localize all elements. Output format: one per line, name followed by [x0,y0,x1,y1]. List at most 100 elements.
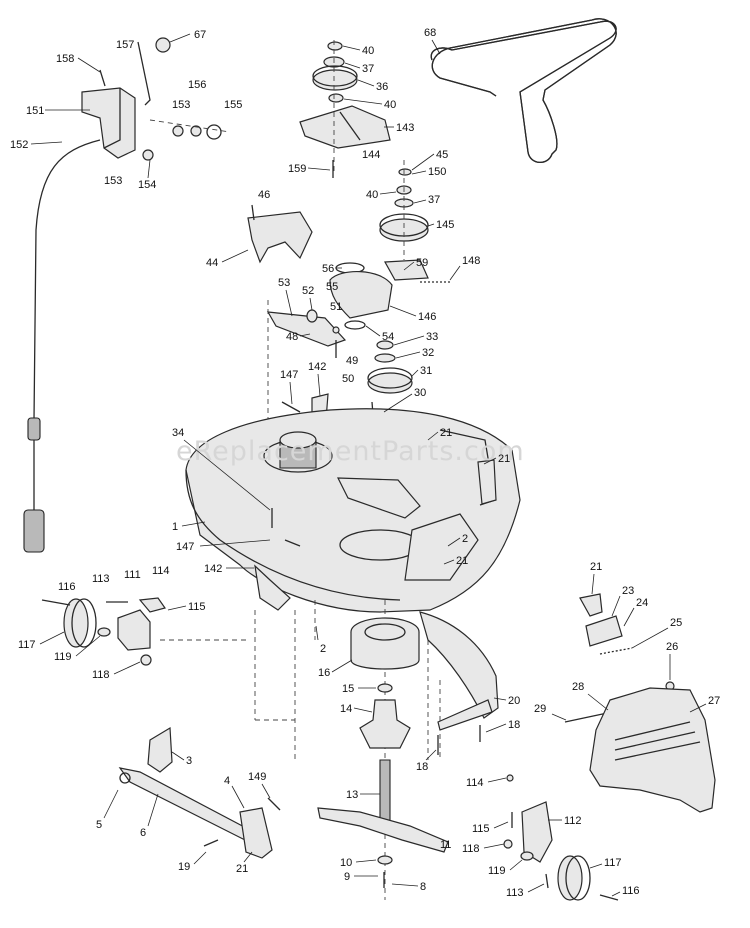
callout-21a: 21 [440,427,452,439]
callout-117a: 117 [18,639,36,651]
callout-112: 112 [564,815,582,827]
callout-157: 157 [116,39,134,51]
callout-37a: 37 [362,63,374,75]
callout-10: 10 [340,857,352,869]
callout-36: 36 [376,81,388,93]
callout-56: 56 [322,263,334,275]
callout-40b: 40 [384,99,396,111]
callout-150: 150 [428,166,446,178]
callout-67: 67 [194,29,206,41]
callout-25: 25 [670,617,682,629]
callout-114b: 114 [466,777,484,789]
drive-belt-68 [430,18,617,164]
callout-37b: 37 [428,194,440,206]
callout-21e: 21 [236,863,248,875]
spindle-assembly-14 [350,617,420,827]
callout-40c: 40 [366,189,378,201]
callout-40a: 40 [362,45,374,57]
callout-21c: 21 [456,555,468,567]
height-adjust-linkage [118,726,281,859]
callout-14: 14 [340,703,352,715]
callout-3: 3 [186,755,192,767]
callout-156: 156 [188,79,206,91]
callout-27: 27 [708,695,720,707]
callout-44: 44 [206,257,218,269]
belt-guard-44 [247,204,313,264]
callout-29: 29 [534,703,546,715]
callout-13: 13 [346,789,358,801]
callout-32: 32 [422,347,434,359]
callout-142a: 142 [308,361,326,373]
callout-6: 6 [140,827,146,839]
callout-55: 55 [326,281,338,293]
callout-147a: 147 [280,369,298,381]
callout-49: 49 [346,355,358,367]
callout-116b: 116 [622,885,640,897]
callout-18b: 18 [416,761,428,773]
mower-deck-housing-1 [185,408,521,613]
callout-46: 46 [258,189,270,201]
callout-4: 4 [224,775,230,787]
callout-2b: 2 [320,643,326,655]
blade-11 [317,807,449,888]
callout-15: 15 [342,683,354,695]
callout-21b: 21 [498,453,510,465]
callout-48: 48 [286,331,298,343]
callout-26: 26 [666,641,678,653]
callout-34: 34 [172,427,184,439]
callout-149: 149 [248,771,266,783]
callout-144: 144 [362,149,380,161]
callout-52: 52 [302,285,314,297]
callout-11: 11 [440,839,451,851]
discharge-chute-27 [564,593,716,813]
callout-117b: 117 [604,857,622,869]
callout-153a: 153 [172,99,190,111]
callout-8: 8 [420,881,426,893]
callout-113b: 113 [506,887,524,899]
baffle-20 [419,611,499,755]
idler-bracket-53 [266,300,347,420]
callout-145: 145 [436,219,454,231]
callout-33: 33 [426,331,438,343]
callout-158: 158 [56,53,74,65]
callout-115b: 115 [472,823,490,835]
idler-arm-assembly [329,259,452,330]
callout-151: 151 [26,105,44,117]
pulley-31 [367,340,413,439]
bracket-142-lower [254,564,291,611]
callout-53: 53 [278,277,290,289]
callout-68: 68 [424,27,436,39]
gauge-wheel-right [503,774,619,901]
callout-153b: 153 [104,175,122,187]
watermark-text: eReplacementParts.com [176,436,525,467]
callout-118b: 118 [462,843,480,855]
callout-143: 143 [396,122,414,134]
callout-113a: 113 [92,573,110,585]
callout-116a: 116 [58,581,76,593]
callout-146: 146 [418,311,436,323]
callout-2a: 2 [462,533,468,545]
callout-23: 23 [622,585,634,597]
callout-21d: 21 [590,561,602,573]
upper-idler-stack [299,40,391,178]
callout-118a: 118 [92,669,110,681]
deck-bolt-34 [271,508,301,547]
callout-9: 9 [344,871,350,883]
gauge-wheel-left [41,597,166,666]
callout-114a: 114 [152,565,170,577]
callout-30: 30 [414,387,426,399]
callout-155: 155 [224,99,242,111]
callout-19: 19 [178,861,190,873]
callout-24: 24 [636,597,648,609]
callout-5: 5 [96,819,102,831]
callout-154: 154 [138,179,156,191]
callout-16: 16 [318,667,330,679]
callout-142b: 142 [204,563,222,575]
callout-labels: 67 157 158 156 151 153 155 152 153 154 4… [10,27,720,899]
callout-1: 1 [172,521,178,533]
callout-111: 111 [124,569,141,581]
callout-51: 51 [330,301,342,313]
callout-28: 28 [572,681,584,693]
callout-147b: 147 [176,541,194,553]
